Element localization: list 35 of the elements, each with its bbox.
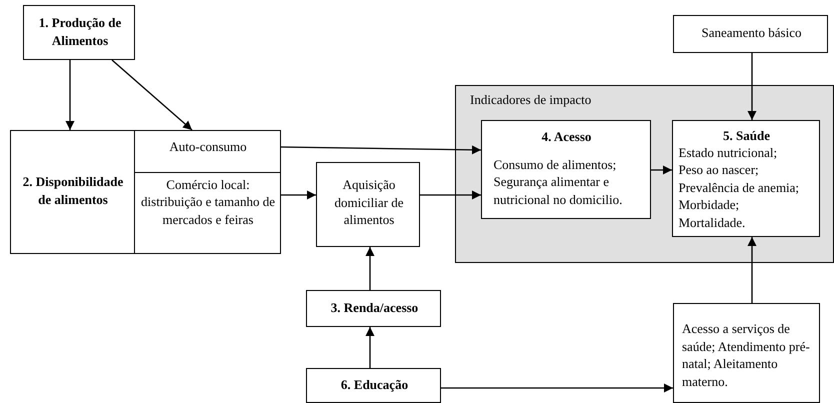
arrow [66,60,74,130]
node-text: Consumo de alimentos; Segurança alimentar e nutricional no domicilio. [492,156,624,208]
node-text: 3. Renda/acesso [330,299,420,317]
process-box [306,290,441,327]
arrow [441,384,673,392]
arrow [420,190,481,200]
heading: 5. Saúde [722,126,771,144]
indicator-box [672,120,820,236]
heading: 4. Acesso [540,128,592,146]
panel-title: Indicadores de impacto [469,91,592,109]
arrow [366,247,374,290]
process-box [10,130,281,254]
indicator-box [480,120,650,218]
arrow [281,190,316,200]
arrow [651,166,672,174]
arrow [748,53,756,120]
node-text: 2. Disponibilidade de alimentos [22,173,124,208]
arrow [748,237,756,303]
node-text: 6. Educação [340,376,410,394]
node-text: Comércio local: distribuição e tamanho de mercados e feiras [140,176,276,228]
process-box [673,303,820,403]
group-panel [455,85,834,263]
node-text: Aquisição domiciliar de alimentos [334,176,404,229]
node-text: Saneamento básico [700,24,802,42]
process-box [306,368,441,403]
node-text: Acesso a serviços de saúde; Atendimento pré-natal; Aleitamento materno. [681,320,811,390]
process-box [23,5,135,60]
arrow [366,327,374,368]
process-box [316,162,420,247]
process-box [673,15,828,53]
node-text: Auto-consumo [168,138,248,156]
arrow [112,60,192,130]
node-text: Estado nutricional; Peso ao nascer; Prevalência de anemia; Morbidade; Mortalidade. [678,144,800,232]
node-text: 1. Produção de Alimentos [38,14,122,50]
arrow [281,145,481,154]
